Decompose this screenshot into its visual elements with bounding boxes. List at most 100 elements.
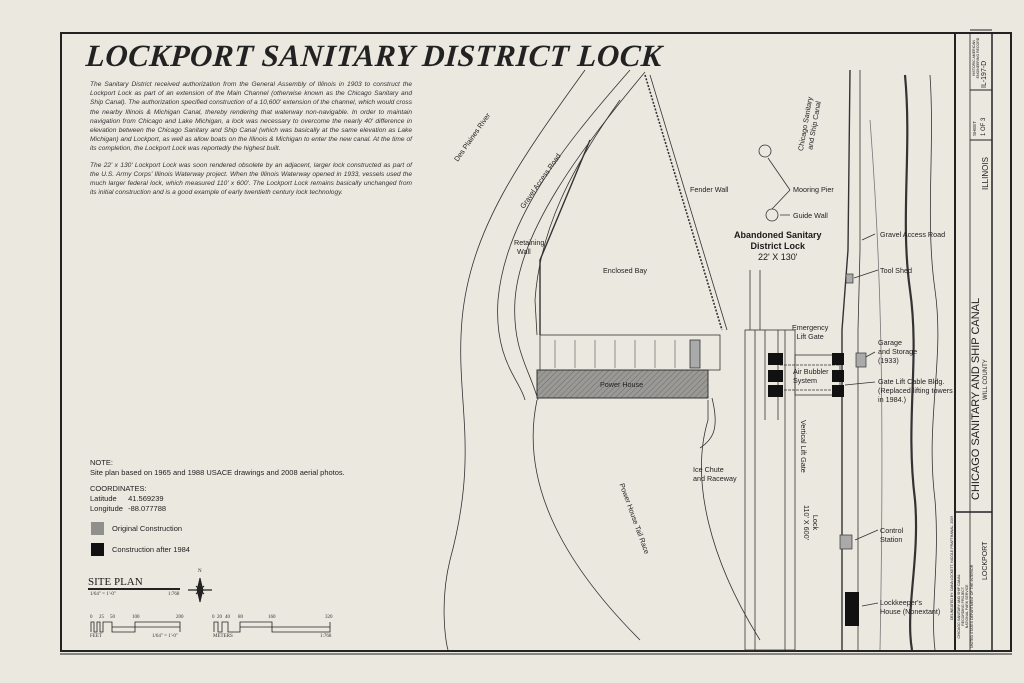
title-block-sheet-label: SHEET [972,120,977,136]
feet-unit: FEET [90,634,102,639]
label-line: Ice Chute [693,465,724,474]
label-line: Retaining [514,238,545,247]
meter-tick-80: 80 [238,615,243,620]
ice-chute [699,397,716,449]
label-enclosed-bay: Enclosed Bay [603,266,647,275]
legend-label-original: Original Construction [112,524,183,533]
title-block-county: WILL COUNTY [983,359,989,400]
coordinates-block: COORDINATES: Latitude 41.569239 Longitud… [90,484,166,514]
label-line: House (Nonextant) [880,607,941,616]
label-line: 110' X 600' [802,505,811,540]
label-line: and Storage [878,347,918,356]
label-line: Gate Lift Cable Bldg. [878,377,945,386]
title-block-project: CHICAGO SANITARY AND SHIP CANAL [970,297,982,500]
label-line: in 1984.) [878,395,906,404]
control-station [839,534,853,550]
legend-swatch-original [91,522,104,535]
label-line: Air Bubbler [793,367,829,376]
label-power-house: Power House [600,380,644,389]
meter-tick-0: 0 [212,615,215,620]
mooring-pier-1 [758,144,772,158]
meter-unit: METERS [213,634,233,639]
lockkeepers-house [845,592,859,626]
label-guide-wall: Guide Wall [793,211,828,220]
feet-scale-bar [90,621,181,633]
description-paragraph-1: The Sanitary District received authoriza… [90,81,412,153]
canal-east-edge [903,74,918,651]
label-line: Garage [878,338,902,347]
retaining-wall [539,139,591,335]
feet-tick-0: 0 [90,615,93,620]
longitude-value: -88.077788 [128,504,167,513]
description-block: The Sanitary District received authoriza… [90,80,412,204]
title-block-record: HISTORIC AMERICAN ENGINEERING RECORD [972,37,980,79]
site-plan-scale: 1/64" = 1'-0" [90,592,116,597]
label-gravel-access-road-right: Gravel Access Road [880,230,946,239]
fender-wall [644,74,723,331]
gravel-road-left-edge [497,69,631,401]
feet-tick-100: 100 [132,615,140,620]
tool-shed [845,273,854,284]
longitude-label: Longitude [90,504,123,513]
canal-west-edge [841,69,851,650]
legend-label-after-1984: Construction after 1984 [112,545,190,554]
label-vertical-lift-gate: Vertical Lift Gate [799,420,808,473]
label-mooring-pier: Mooring Pier [793,185,834,194]
title-block-state: ILLINOIS [981,157,990,190]
title-block-sheet: 1 OF 3 [981,117,987,136]
meter-tick-160: 160 [268,615,276,620]
label-line: (1933) [878,356,899,365]
note-block: NOTE: Site plan based on 1965 and 1988 U… [90,458,345,478]
meter-scale-bar [213,621,331,633]
meter-ratio: 1:768 [320,634,332,639]
label-line: Wall [517,247,531,256]
label-line: (Replaced lifting towers [878,386,953,395]
label-line: Lock [811,514,820,531]
label-line: Lift Gate [796,332,824,341]
title-block-agency: CHICAGO SANITARY AND SHIP CANAL RECORDIN… [957,565,974,648]
label-line: Lockkeeper's [880,598,923,607]
tail-race-bank [532,399,641,641]
label-fender-wall: Fender Wall [690,185,729,194]
label-line: Abandoned Sanitary [734,230,822,240]
label-cable-bldg: Gate Lift Cable Bldg.(Replaced lifting t… [878,377,953,404]
meter-tick-320: 320 [325,615,333,620]
description-paragraph-2: The 22' x 130' Lockport Lock was soon re… [90,161,412,197]
river-bank [443,69,586,651]
label-line: and Raceway [693,474,737,483]
label-lock-size: 22' X 130' [758,252,798,262]
label-line: Station [880,535,903,544]
legend-swatch-after-1984 [91,543,104,556]
feet-tick-50: 50 [110,615,115,620]
title-block-record-number: IL-197-D [981,60,988,88]
mooring-pier-2 [765,208,779,222]
label-line: Control [880,526,904,535]
coordinates-heading: COORDINATES: [90,484,147,493]
drawing-border [60,32,1012,652]
north-label: N [198,569,202,574]
site-plan-title: SITE PLAN [88,576,143,588]
latitude-value: 41.569239 [128,494,164,503]
label-line: System [793,376,817,385]
title-block-city: LOCKPORT [982,541,989,580]
garage [855,352,867,368]
feet-scale-text: 1/64" = 1'-0" [152,634,178,639]
label-line: District Lock [750,241,806,251]
note-text: Site plan based on 1965 and 1988 USACE d… [90,468,345,477]
power-house [536,369,709,399]
latitude-label: Latitude [90,494,117,503]
feet-tick-200: 200 [176,615,184,620]
meter-tick-20: 20 [217,615,222,620]
note-heading: NOTE: [90,458,113,467]
site-plan-ratio: 1:768 [168,592,180,597]
label-tool-shed: Tool Shed [880,266,912,275]
